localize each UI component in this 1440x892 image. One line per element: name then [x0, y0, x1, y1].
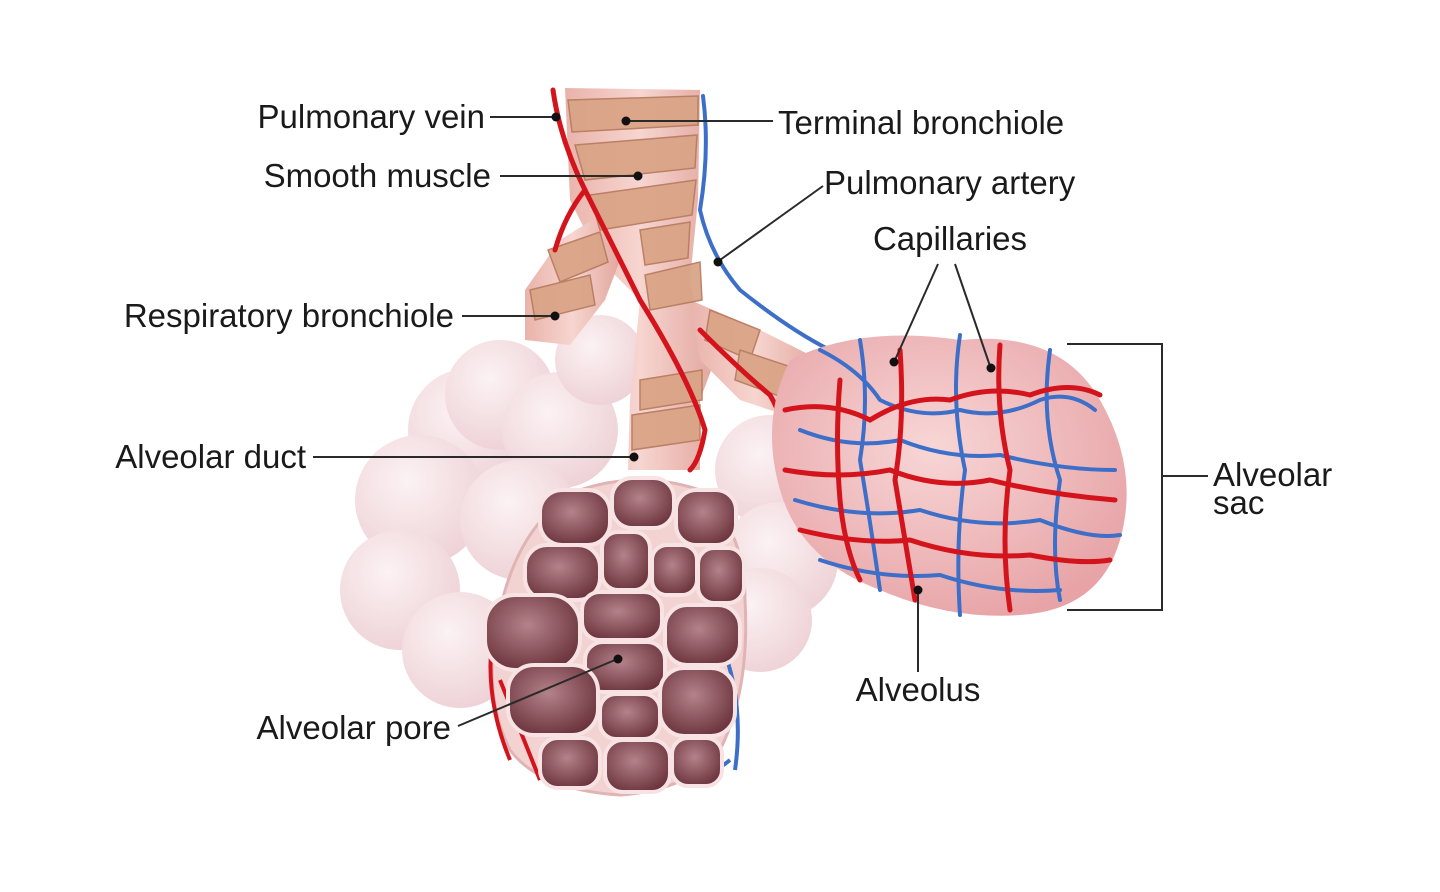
labels: Pulmonary vein Smooth muscle Respiratory…	[115, 98, 1332, 746]
alveolar-sac	[772, 333, 1127, 617]
pulmonary-artery-vessel	[697, 94, 832, 352]
label-pulmonary-artery: Pulmonary artery	[824, 164, 1076, 201]
label-alveolar-sac-line2: sac	[1213, 484, 1264, 521]
alveolar-cluster-cutaway	[483, 476, 748, 797]
label-alveolar-sac-line1: Alveolar	[1213, 456, 1332, 493]
label-alveolus: Alveolus	[856, 671, 981, 708]
label-smooth-muscle: Smooth muscle	[264, 157, 491, 194]
label-capillaries: Capillaries	[873, 220, 1027, 257]
smooth-muscle-bands	[529, 95, 801, 451]
label-pulmonary-vein: Pulmonary vein	[258, 98, 485, 135]
label-terminal-bronchiole: Terminal bronchiole	[778, 104, 1064, 141]
label-alveolar-pore: Alveolar pore	[257, 709, 451, 746]
label-respiratory-bronchiole: Respiratory bronchiole	[124, 297, 454, 334]
leader-lines	[313, 112, 1208, 727]
label-alveolar-duct: Alveolar duct	[115, 438, 306, 475]
